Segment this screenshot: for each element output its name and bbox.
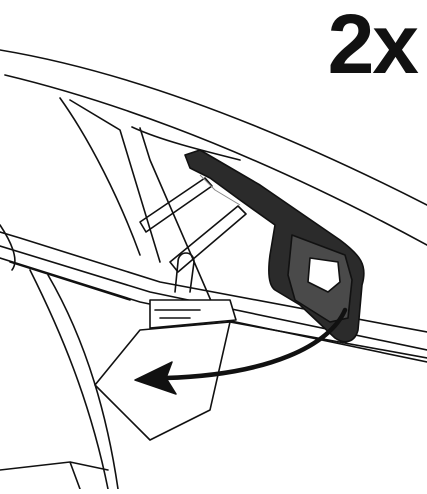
rail-top [0, 231, 427, 333]
locking-pin [174, 252, 195, 293]
bottom-ledge [0, 461, 109, 490]
hinge-bracket-detail [154, 309, 201, 319]
strut-upper [139, 177, 213, 233]
lower-panel-inner [47, 274, 119, 490]
hinge-bracket [149, 299, 237, 329]
pillar-right [69, 99, 161, 263]
quantity-multiplier-label: 2x [327, 0, 419, 91]
roof-edge-outer [0, 49, 427, 206]
curved-arrow-icon [134, 307, 348, 395]
rail-bottom [0, 257, 427, 363]
latch-handle-rim [199, 174, 241, 206]
rotation-arrow-shaft [162, 307, 348, 381]
lower-panel-left [29, 269, 109, 490]
pillar-left [59, 97, 141, 256]
rotation-arrow-head [134, 361, 177, 395]
latch-handle-slot [307, 257, 341, 293]
rail-groove [9, 261, 427, 359]
rail-end [0, 224, 16, 271]
pillar-edge-2 [131, 126, 241, 161]
roof-edge-inner [4, 74, 427, 246]
strut-lower [169, 205, 247, 273]
